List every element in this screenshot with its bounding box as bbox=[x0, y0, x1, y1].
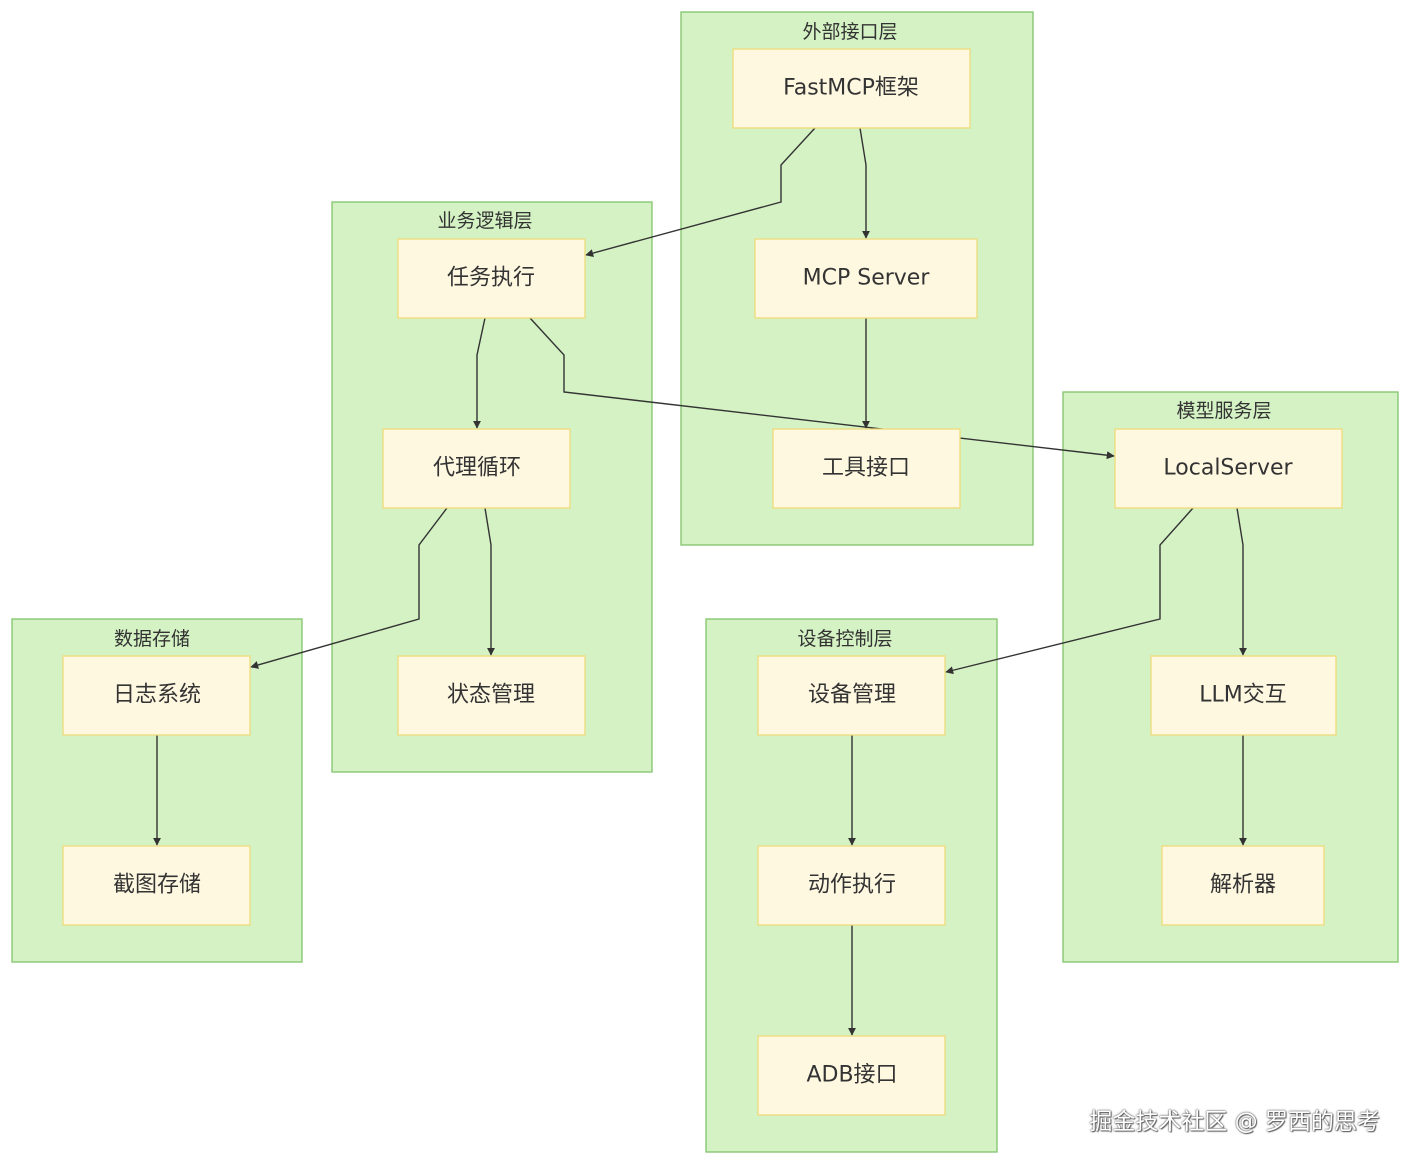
node-localserver[interactable]: LocalServer bbox=[1114, 428, 1343, 509]
node-actionexec[interactable]: 动作执行 bbox=[757, 845, 946, 926]
node-label-devicemgmt: 设备管理 bbox=[808, 683, 896, 708]
node-label-fastmcp: FastMCP框架 bbox=[783, 76, 919, 101]
edge-taskexec-localserver bbox=[529, 317, 1115, 460]
watermark: 掘金技术社区 @ 罗西的思考 bbox=[1089, 1109, 1380, 1135]
cluster-title-storage: 数据存储 bbox=[114, 628, 190, 650]
node-logsys[interactable]: 日志系统 bbox=[62, 655, 251, 736]
node-label-localserver: LocalServer bbox=[1163, 456, 1293, 481]
node-label-actionexec: 动作执行 bbox=[808, 873, 896, 898]
node-label-parser: 解析器 bbox=[1210, 873, 1276, 898]
node-label-taskexec: 任务执行 bbox=[447, 266, 535, 291]
cluster-title-business: 业务逻辑层 bbox=[437, 210, 532, 232]
cluster-title-device: 设备控制层 bbox=[797, 628, 892, 650]
cluster-title-model: 模型服务层 bbox=[1176, 400, 1271, 422]
cluster-title-external: 外部接口层 bbox=[802, 21, 897, 43]
node-toolapi[interactable]: 工具接口 bbox=[772, 428, 961, 509]
node-parser[interactable]: 解析器 bbox=[1161, 845, 1325, 926]
node-label-llm: LLM交互 bbox=[1199, 683, 1287, 708]
edge-fastmcp-mcpserver bbox=[859, 127, 870, 239]
node-label-toolapi: 工具接口 bbox=[822, 456, 910, 481]
node-fastmcp[interactable]: FastMCP框架 bbox=[732, 48, 971, 129]
node-label-mcpserver: MCP Server bbox=[803, 266, 931, 291]
node-taskexec[interactable]: 任务执行 bbox=[397, 238, 586, 319]
edge-localserver-llm bbox=[1236, 507, 1247, 656]
node-label-agentloop: 代理循环 bbox=[433, 456, 521, 481]
node-screenshot[interactable]: 截图存储 bbox=[62, 845, 251, 926]
node-mcpserver[interactable]: MCP Server bbox=[754, 238, 978, 319]
node-label-logsys: 日志系统 bbox=[113, 683, 201, 708]
edge-taskexec-agentloop bbox=[473, 317, 486, 429]
edge-localserver-devicemgmt bbox=[945, 507, 1194, 675]
node-devicemgmt[interactable]: 设备管理 bbox=[757, 655, 946, 736]
node-label-screenshot: 截图存储 bbox=[113, 873, 201, 898]
node-statemgmt[interactable]: 状态管理 bbox=[397, 655, 586, 736]
edges bbox=[153, 127, 1247, 1036]
node-label-statemgmt: 状态管理 bbox=[447, 683, 535, 708]
node-agentloop[interactable]: 代理循环 bbox=[382, 428, 571, 509]
node-label-adb: ADB接口 bbox=[806, 1063, 897, 1088]
edge-agentloop-logsys bbox=[250, 507, 448, 669]
node-adb[interactable]: ADB接口 bbox=[757, 1035, 946, 1116]
edge-fastmcp-taskexec bbox=[585, 127, 816, 257]
edge-agentloop-statemgmt bbox=[484, 507, 495, 656]
node-llm[interactable]: LLM交互 bbox=[1150, 655, 1337, 736]
